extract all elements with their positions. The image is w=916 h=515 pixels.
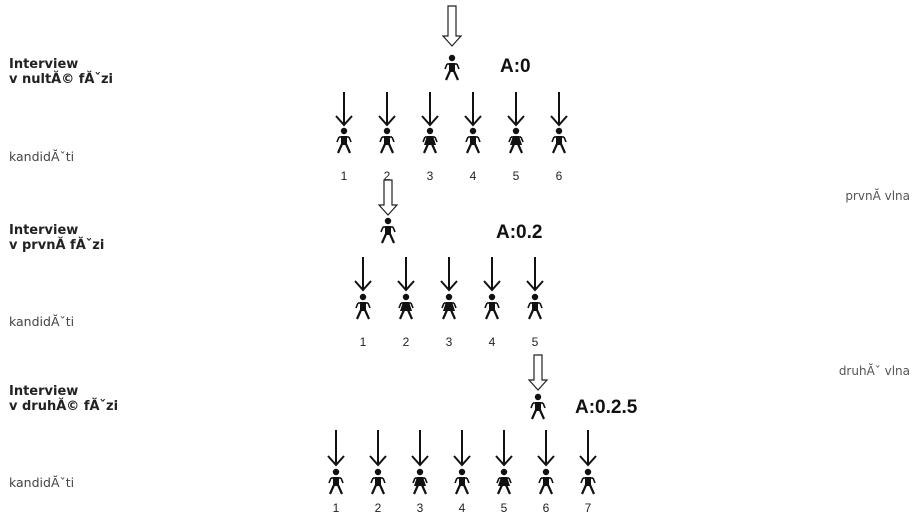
phase-1-candidate-4-figure <box>484 293 500 320</box>
phase-0-candidate-5-arrow <box>507 92 525 127</box>
phase-2-candidate-5-figure <box>496 468 512 495</box>
phase-0-candidate-5-number: 5 <box>513 169 520 183</box>
phase-1-candidate-3-number: 3 <box>446 335 453 349</box>
phase-2-candidate-4-arrow <box>453 430 471 467</box>
phase-2-candidate-2-figure <box>370 468 386 495</box>
phase-0-candidate-2-number: 2 <box>384 169 391 183</box>
phase-2-candidate-7-figure <box>580 468 596 495</box>
phase-2-candidate-6-arrow <box>537 430 555 467</box>
phase-0-title-line1: Interview <box>9 57 79 72</box>
phase-0-candidate-3-number: 3 <box>427 169 434 183</box>
phase-2-candidate-6-figure <box>538 468 554 495</box>
wave-label-first: prvnĂ­ vlna <box>845 189 910 203</box>
phase-0-candidate-1-arrow <box>335 92 353 127</box>
phase-2-candidate-5-arrow <box>495 430 513 467</box>
phase-2-interviewee-figure <box>530 393 546 420</box>
phase-0-candidate-4-arrow <box>464 92 482 127</box>
phase-1-candidate-1-figure <box>355 293 371 320</box>
phase-2-candidate-2-number: 2 <box>375 501 382 515</box>
phase-1-candidate-2-arrow <box>397 257 415 292</box>
phase-2-candidates-label: kandidĂˇti <box>9 475 75 490</box>
phase-2-candidate-1-figure <box>328 468 344 495</box>
phase-1-interviewee-figure <box>380 217 396 244</box>
phase-2-code: A:0.2.5 <box>575 397 638 418</box>
phase-0-candidate-3-figure <box>422 127 438 154</box>
phase-2-title-line2: v druhĂ© fĂˇzi <box>9 399 119 414</box>
phase-1-title-line2: v prvnĂ­ fĂˇzi <box>9 238 105 253</box>
phase-2-candidate-1-number: 1 <box>333 501 340 515</box>
phase-2-candidate-6-number: 6 <box>543 501 550 515</box>
wave-label-second: druhĂˇ vlna <box>838 364 910 378</box>
phase-2-candidate-4-number: 4 <box>459 501 466 515</box>
phase-0-candidate-4-figure <box>465 127 481 154</box>
phase-1-candidate-4-number: 4 <box>489 335 496 349</box>
phase-1-candidate-3-arrow <box>440 257 458 292</box>
phase-0-candidate-1-figure <box>336 127 352 154</box>
phase-1-candidate-1-number: 1 <box>360 335 367 349</box>
phase-0-candidate-2-arrow <box>378 92 396 127</box>
phase-2-candidate-4-figure <box>454 468 470 495</box>
phase-2-candidate-3-figure <box>412 468 428 495</box>
phase-1-title-line1: Interview <box>9 223 79 238</box>
phase-1-incoming-arrow <box>377 179 399 216</box>
phase-1-candidate-4-arrow <box>483 257 501 292</box>
phase-0-candidate-3-arrow <box>421 92 439 127</box>
phase-2-title-line1: Interview <box>9 384 79 399</box>
phase-1-candidate-5-arrow <box>526 257 544 292</box>
phase-2-candidate-3-number: 3 <box>417 501 424 515</box>
phase-1-candidate-1-arrow <box>354 257 372 292</box>
phase-2-candidate-7-number: 7 <box>585 501 592 515</box>
phase-0-title-line2: v nultĂ© fĂˇzi <box>9 72 114 87</box>
phase-1-candidate-5-figure <box>527 293 543 320</box>
phase-1-candidates-label: kandidĂˇti <box>9 314 75 329</box>
phase-0-candidate-6-figure <box>551 127 567 154</box>
phase-0-candidate-5-figure <box>508 127 524 154</box>
phase-1-candidate-2-number: 2 <box>403 335 410 349</box>
phase-0-title: Interview v nultĂ© fĂˇzi <box>9 57 113 87</box>
phase-1-candidate-2-figure <box>398 293 414 320</box>
phase-1-title: Interview v prvnĂ­ fĂˇzi <box>9 223 104 253</box>
phase-1-code: A:0.2 <box>496 222 543 243</box>
phase-2-candidate-5-number: 5 <box>501 501 508 515</box>
phase-0-candidates-label: kandidĂˇti <box>9 149 75 164</box>
phase-0-candidate-1-number: 1 <box>341 169 348 183</box>
phase-1-candidate-5-number: 5 <box>532 335 539 349</box>
phase-0-candidate-4-number: 4 <box>470 169 477 183</box>
phase-0-incoming-arrow <box>441 5 463 47</box>
phase-2-candidate-2-arrow <box>369 430 387 467</box>
phase-2-candidate-7-arrow <box>579 430 597 467</box>
phase-2-candidate-3-arrow <box>411 430 429 467</box>
phase-0-candidate-6-arrow <box>550 92 568 127</box>
phase-0-interviewee-figure <box>444 54 460 81</box>
phase-2-candidate-1-arrow <box>327 430 345 467</box>
phase-0-candidate-6-number: 6 <box>556 169 563 183</box>
phase-1-candidate-3-figure <box>441 293 457 320</box>
phase-2-incoming-arrow <box>527 354 549 391</box>
phase-0-code: A:0 <box>500 56 531 77</box>
phase-2-title: Interview v druhĂ© fĂˇzi <box>9 384 118 414</box>
phase-0-candidate-2-figure <box>379 127 395 154</box>
